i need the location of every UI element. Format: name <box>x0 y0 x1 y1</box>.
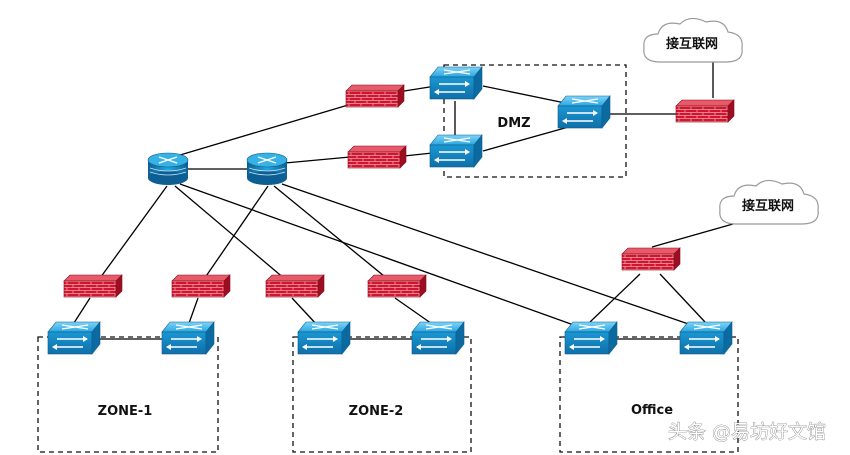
zone2-box <box>292 336 472 453</box>
zone1-label: ZONE-1 <box>98 404 153 419</box>
office-switch-2-icon <box>679 321 733 355</box>
dmz-zone-box <box>443 64 627 178</box>
link-router1-office-sw1 <box>179 183 583 329</box>
office-zone-box <box>559 336 739 453</box>
link-fwz2a-sw <box>291 297 319 327</box>
firewall-office-icon <box>621 247 681 271</box>
zone1-box <box>37 336 219 453</box>
firewall-zone2-a-icon <box>265 274 325 298</box>
firewall-zone1-b-icon <box>171 274 231 298</box>
link-router1-fw1 <box>169 96 376 159</box>
link-dmzsw2-dmzsw3 <box>482 125 573 152</box>
dmz-label: DMZ <box>497 116 530 131</box>
internet-top-label: 接互联网 <box>666 36 718 52</box>
firewall-dmz-top-icon <box>345 84 405 108</box>
link-router2-office-sw2 <box>281 183 701 329</box>
link-dmzsw1-dmzsw3 <box>482 85 571 105</box>
link-router2-fwz1b <box>199 185 269 286</box>
link-router2-fw2 <box>284 156 351 164</box>
internet-right-label: 接互联网 <box>742 198 794 214</box>
link-router1-fwz1a <box>94 185 168 286</box>
link-fwoffice-internet <box>651 221 741 248</box>
link-fwz1b-sw <box>187 297 199 327</box>
firewall-zone2-b-icon <box>367 274 427 298</box>
zone2-switch-1-icon <box>297 321 351 355</box>
link-fwz1a-sw <box>71 297 91 327</box>
dmz-switch-2-icon <box>429 134 483 168</box>
zone-boxes <box>37 64 739 453</box>
firewall-zone1-a-icon <box>63 274 123 298</box>
office-switch-1-icon <box>564 321 618 355</box>
dmz-switch-3-icon <box>557 95 611 129</box>
zone1-switch-1-icon <box>47 321 101 355</box>
links <box>71 58 741 340</box>
watermark: 头条 @易坊好文馆 <box>668 421 826 443</box>
link-fwoffice-sw1 <box>589 273 641 323</box>
dmz-switch-1-icon <box>429 66 483 100</box>
link-fwz2b-sw <box>394 297 436 327</box>
zone2-switch-2-icon <box>411 321 465 355</box>
core-router-2-icon <box>246 152 288 186</box>
firewall-dmz-bottom-icon <box>347 145 407 169</box>
link-router2-fwz2b <box>273 185 396 286</box>
core-router-1-icon <box>147 152 189 186</box>
zone2-label: ZONE-2 <box>349 404 404 419</box>
link-fwoffice-sw2 <box>659 273 706 323</box>
office-label: Office <box>631 403 673 418</box>
firewall-internet-icon <box>675 99 735 123</box>
zone1-switch-2-icon <box>161 321 215 355</box>
